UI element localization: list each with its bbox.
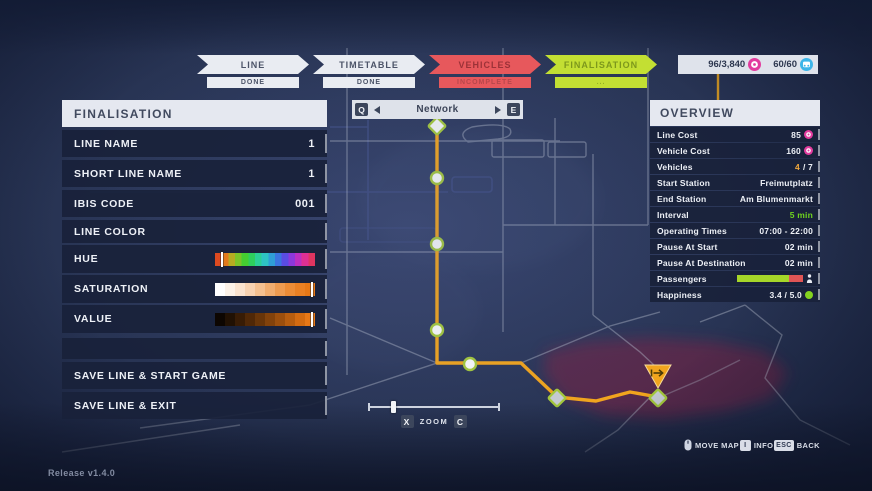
step-status-badge: DONE: [323, 77, 415, 88]
station-stop: [462, 356, 478, 372]
field-label: LINE NAME: [74, 137, 139, 150]
finalisation-panel: FINALISATION LINE NAME 1 SHORT LINE NAME…: [62, 100, 327, 422]
interval-row: Interval 5 min: [650, 207, 820, 222]
field-value: 1: [308, 167, 315, 180]
field-value: 1: [308, 137, 315, 150]
value-slider[interactable]: [215, 311, 315, 327]
hue-slider-row: HUE: [62, 245, 327, 273]
slider-label: HUE: [74, 253, 99, 265]
panel-title: OVERVIEW: [650, 100, 820, 126]
zoom-control: X ZOOM C: [368, 401, 500, 428]
zoom-track-line: [368, 406, 500, 408]
hue-slider-handle[interactable]: [221, 251, 223, 267]
map-view-label: Network: [416, 104, 459, 115]
saturation-slider-row: SATURATION: [62, 275, 327, 303]
end-station-row: End Station Am Blumenmarkt: [650, 191, 820, 206]
map-view-switcher: Q Network E: [352, 100, 523, 119]
stepper-step-finalisation[interactable]: FINALISATION ...: [545, 55, 657, 88]
start-station-row: Start Station Freimutplatz: [650, 175, 820, 190]
next-view-arrow-icon[interactable]: [495, 105, 501, 114]
panel-spacer: [62, 338, 327, 359]
step-label: FINALISATION: [545, 55, 657, 74]
line-cost-row: Line Cost 85: [650, 127, 820, 142]
prev-view-arrow-icon[interactable]: [374, 105, 380, 114]
bus-icon: [800, 58, 813, 71]
station-stop: [429, 170, 445, 186]
slider-label: VALUE: [74, 313, 113, 325]
stepper-step-timetable[interactable]: TIMETABLE DONE: [313, 55, 425, 88]
zoom-slider[interactable]: [368, 401, 500, 413]
key-hint-i: I: [739, 439, 751, 451]
slider-label: SATURATION: [74, 283, 149, 295]
panel-title: FINALISATION: [62, 100, 327, 127]
step-status-badge: ...: [555, 77, 647, 88]
field-value: 001: [295, 197, 315, 210]
key-hint-x: X: [400, 415, 414, 428]
stepper-step-line[interactable]: LINE DONE: [197, 55, 309, 88]
line-creation-stepper: LINE DONE TIMETABLE DONE VEHICLES INCOMP…: [197, 55, 657, 88]
line-color-heading: LINE COLOR: [62, 220, 327, 243]
coin-icon: [804, 130, 813, 139]
step-status-badge: DONE: [207, 77, 299, 88]
value-slider-row: VALUE: [62, 305, 327, 333]
zoom-slider-handle[interactable]: [391, 401, 397, 413]
mouse-icon: [684, 439, 692, 451]
move-map-hint[interactable]: MOVE MAP: [684, 439, 739, 451]
overview-panel: OVERVIEW Line Cost 85 Vehicle Cost 160 V…: [650, 100, 820, 303]
pause-at-start-row: Pause At Start 02 min: [650, 239, 820, 254]
info-hint[interactable]: I INFO: [739, 439, 774, 451]
saturation-slider[interactable]: [215, 281, 315, 297]
passengers-row: Passengers: [650, 271, 820, 286]
field-label: IBIS CODE: [74, 197, 134, 210]
key-hint-e: E: [507, 103, 520, 116]
happiness-status-dot: [805, 290, 813, 299]
resource-bar: 96/3,840 60/60: [678, 55, 818, 74]
zoom-track-end: [498, 403, 500, 411]
save-line-start-game-button[interactable]: SAVE LINE & START GAME: [62, 362, 327, 389]
station-stop: [429, 322, 445, 338]
control-hints: MOVE MAP I INFO ESC BACK: [684, 439, 820, 451]
vehicles-row: Vehicles 4 / 7: [650, 159, 820, 174]
ibis-code-field[interactable]: IBIS CODE 001: [62, 190, 327, 217]
back-hint[interactable]: ESC BACK: [774, 439, 820, 451]
pause-at-destination-row: Pause At Destination 02 min: [650, 255, 820, 270]
zoom-label: ZOOM: [419, 417, 449, 426]
vehicle-counter: 60/60: [773, 58, 813, 71]
passengers-bar-red: [789, 275, 803, 282]
step-label: VEHICLES: [429, 55, 541, 74]
passengers-bar-green: [737, 275, 790, 282]
passenger-icon: [806, 274, 813, 283]
key-hint-esc: ESC: [774, 439, 794, 451]
save-line-exit-button[interactable]: SAVE LINE & EXIT: [62, 392, 327, 419]
money-counter: 96/3,840: [708, 58, 762, 71]
version-label: Release v1.4.0: [48, 468, 116, 478]
field-label: SHORT LINE NAME: [74, 167, 182, 180]
value-slider-handle[interactable]: [311, 311, 313, 327]
vehicle-cost-row: Vehicle Cost 160: [650, 143, 820, 158]
money-value: 96/3,840: [708, 59, 746, 70]
saturation-slider-handle[interactable]: [311, 281, 313, 297]
coin-icon: [748, 58, 762, 71]
key-hint-q: Q: [355, 103, 368, 116]
short-line-name-field[interactable]: SHORT LINE NAME 1: [62, 160, 327, 187]
stepper-step-vehicles[interactable]: VEHICLES INCOMPLETE: [429, 55, 541, 88]
key-hint-c: C: [454, 415, 468, 428]
hue-slider[interactable]: [215, 251, 315, 267]
line-name-field[interactable]: LINE NAME 1: [62, 130, 327, 157]
step-label: TIMETABLE: [313, 55, 425, 74]
coin-icon: [804, 146, 813, 155]
vehicles-value: 60/60: [773, 59, 797, 70]
step-label: LINE: [197, 55, 309, 74]
happiness-row: Happiness 3.4 / 5.0: [650, 287, 820, 302]
operating-times-row: Operating Times 07:00 - 22:00: [650, 223, 820, 238]
station-stop: [429, 236, 445, 252]
passengers-bar: [737, 275, 803, 282]
step-status-badge: INCOMPLETE: [439, 77, 531, 88]
